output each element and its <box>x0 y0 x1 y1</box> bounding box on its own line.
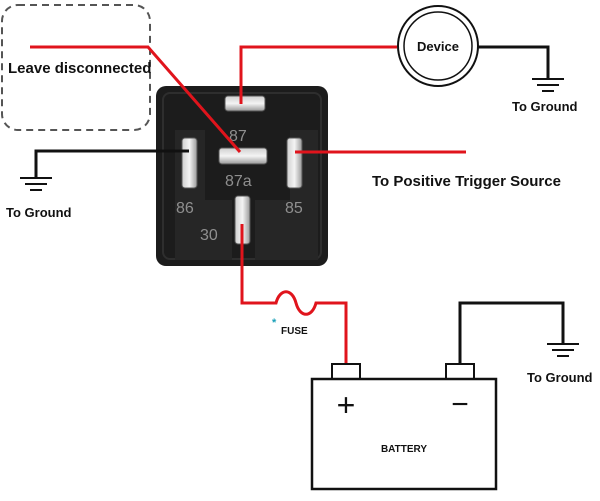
pin-85-label: 85 <box>285 200 303 217</box>
battery-minus-sign: − <box>451 388 469 421</box>
wire-87-to-device <box>239 45 397 104</box>
leave-disconnected-box <box>1 4 151 131</box>
wire-87a-disconnected <box>30 45 242 153</box>
pin-86-label: 86 <box>176 200 194 217</box>
positive-trigger-label: To Positive Trigger Source <box>372 173 561 190</box>
pin-87a-label: 87a <box>225 173 252 190</box>
battery-label: BATTERY <box>381 444 427 455</box>
fuse-label: FUSE <box>281 326 308 337</box>
battery: + − BATTERY <box>310 363 498 491</box>
fuse-marker: * <box>272 317 277 329</box>
wire-battery-to-ground <box>458 301 565 364</box>
pin-85-terminal <box>286 137 303 189</box>
wire-86-to-ground <box>34 149 189 177</box>
device-inner-ring <box>403 11 473 81</box>
ground-label-battery: To Ground <box>527 370 593 385</box>
pin-30-label: 30 <box>200 227 218 244</box>
battery-body <box>310 377 498 491</box>
ground-symbol-battery <box>547 343 579 357</box>
pin-87a-terminal <box>218 147 268 165</box>
battery-positive-terminal <box>331 363 361 381</box>
ground-symbol-top-right <box>532 78 564 92</box>
pin-86-terminal <box>181 137 198 189</box>
wire-30-fuse-to-battery <box>240 224 348 370</box>
pin-87-label: 87 <box>229 128 247 145</box>
ground-symbol-left <box>20 177 52 191</box>
pin-87-terminal <box>224 95 266 112</box>
leave-disconnected-label: Leave disconnected <box>8 60 151 77</box>
ground-label-top-right: To Ground <box>512 99 578 114</box>
battery-plus-sign: + <box>337 387 356 423</box>
battery-negative-terminal <box>445 363 475 381</box>
wire-device-to-ground <box>478 45 550 78</box>
device-label: Device <box>417 39 459 54</box>
device: Device <box>397 5 479 87</box>
ground-label-left: To Ground <box>6 205 72 220</box>
